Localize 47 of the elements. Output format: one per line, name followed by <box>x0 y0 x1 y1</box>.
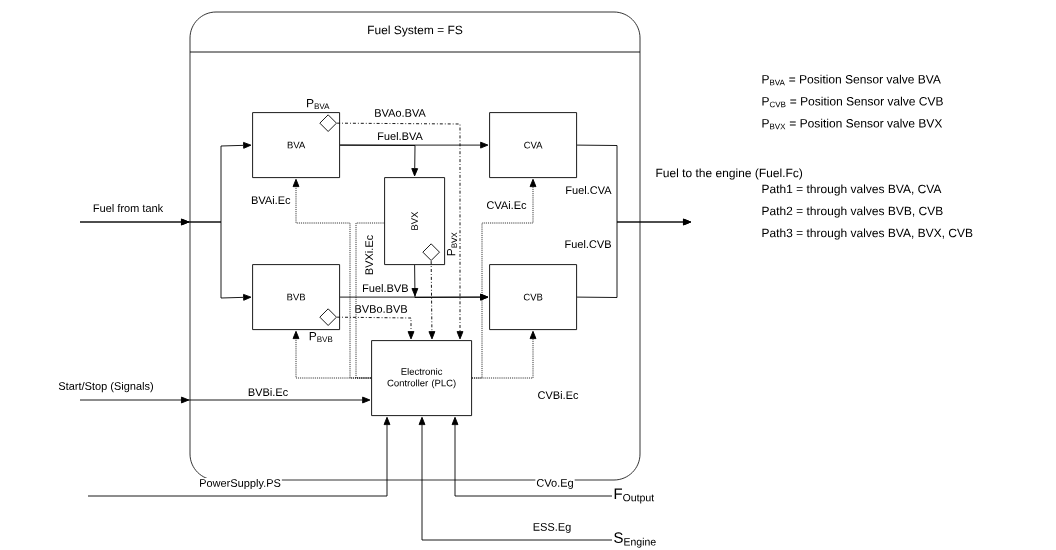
valve-box: BVA <box>252 112 341 179</box>
sensor-label: P$_{BVA}$ <box>307 99 330 110</box>
edge-label: CVo.Eg <box>535 478 575 490</box>
arrow <box>471 330 537 379</box>
edge-label: Fuel from tank <box>91 202 165 214</box>
legend-note: P$_{CVB}$ = Position Sensor valve CVB <box>762 96 943 108</box>
edge-label: ESS.Eg <box>531 522 573 534</box>
note-text: Fuel to the engine (Fuel.Fc) <box>656 168 803 180</box>
valve-box: CVA <box>489 112 578 179</box>
arrow <box>336 316 415 340</box>
legend-note: P$_{BVX}$ = Position Sensor valve BVX <box>762 118 943 130</box>
edge-label: PowerSupply.PS <box>198 477 282 491</box>
arrow <box>428 260 436 340</box>
valve-box: BVB <box>252 264 341 331</box>
edge-label: Fuel.CVB <box>563 238 613 250</box>
sensor-label: P$_{BVB}$ <box>309 332 333 343</box>
arrow <box>451 416 613 497</box>
legend-note: Path3 = through valves BVA, BVX, CVB <box>762 228 973 240</box>
edge-label: BVAi.Ec <box>250 194 292 206</box>
arrow <box>576 218 692 298</box>
edge-label: Fuel.CVA <box>564 184 613 196</box>
legend-note: Path2 = through valves BVB, CVB <box>762 206 943 218</box>
edge-label: Fuel.BVA <box>376 130 424 142</box>
arrow <box>87 416 391 497</box>
valve-box: CVB <box>489 264 578 331</box>
edge-label: CVAi.Ec <box>485 199 528 211</box>
edge-label: CVBi.Ec <box>536 389 580 401</box>
arrow <box>418 416 613 541</box>
edge-label: BVBi.Ec <box>246 386 290 398</box>
sensor-label: P$_{BVX}$ <box>447 232 458 256</box>
edge-label: BVBo.BVB <box>353 304 409 314</box>
valve-box: BVX <box>384 177 446 266</box>
arrow <box>292 330 372 379</box>
arrow <box>339 144 419 177</box>
signal-label: S$_{Engine}$ <box>614 532 656 548</box>
legend-note: Path1 = through valves BVA, CVA <box>762 184 942 196</box>
edge-label: Fuel.BVB <box>361 282 410 294</box>
legend-note: P$_{BVA}$ = Position Sensor valve BVA <box>762 74 941 86</box>
edge-label: BVAo.BVA <box>373 108 427 118</box>
controller-box: Electronic Controller (PLC) <box>371 340 473 417</box>
arrow <box>411 264 489 301</box>
arrow <box>79 396 371 404</box>
edge-label: BVXi.Ec <box>363 233 375 277</box>
arrow <box>79 218 252 301</box>
signal-label: F$_{Output}$ <box>614 488 655 504</box>
edge-label: Start/Stop (Signals) <box>57 380 155 394</box>
arrow <box>336 122 464 340</box>
